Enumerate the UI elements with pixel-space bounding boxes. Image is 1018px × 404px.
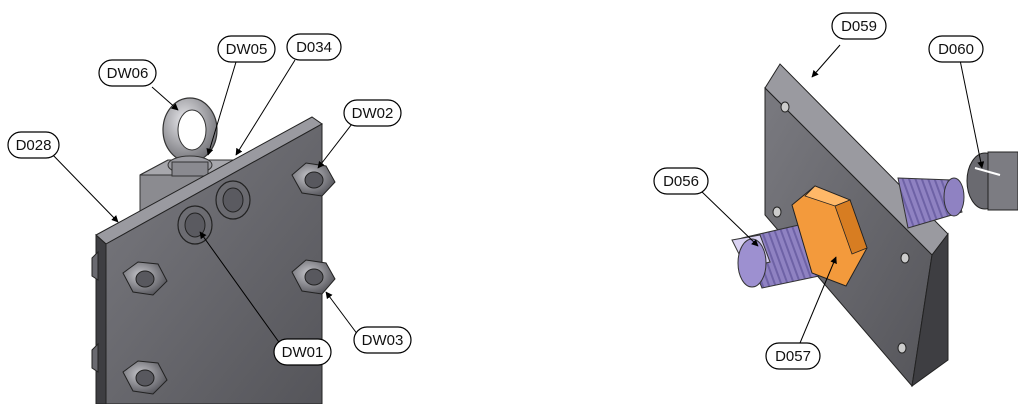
leader-dw05 (206, 61, 237, 156)
hex-nut (791, 185, 868, 287)
eye-bolt (162, 97, 218, 177)
callout-d057: D057 (765, 342, 821, 370)
threaded-rod-rear (897, 177, 965, 229)
nut-top-right (291, 162, 336, 197)
leader-dw06 (151, 86, 179, 111)
callout-d034-label: D034 (296, 39, 332, 56)
leader-d056 (699, 189, 759, 247)
callout-d028: D028 (7, 131, 60, 159)
leader-d059 (811, 44, 841, 78)
end-cap (966, 151, 1018, 211)
leader-dw02 (317, 119, 356, 169)
callout-d028-label: D028 (16, 137, 52, 154)
leader-d028 (49, 151, 119, 223)
leader-dw01 (199, 231, 282, 346)
leader-d034 (235, 59, 296, 156)
callout-dw02-label: DW02 (352, 105, 394, 122)
callout-d060: D060 (928, 35, 984, 63)
leader-dw03 (325, 291, 359, 336)
callout-d056-label: D056 (663, 173, 699, 190)
leader-d057 (799, 256, 837, 344)
nut-bottom-left (122, 360, 168, 395)
callout-d060-label: D060 (938, 41, 974, 58)
callout-dw03: DW03 (353, 326, 412, 354)
callout-dw03-label: DW03 (362, 332, 404, 349)
leader-d060 (959, 59, 985, 169)
callout-dw05: DW05 (217, 35, 276, 63)
callout-d057-label: D057 (775, 348, 811, 365)
callout-dw06: DW06 (98, 59, 157, 87)
callout-d056: D056 (653, 167, 709, 195)
nut-far-left-edge (91, 250, 99, 373)
callout-dw01: DW01 (273, 338, 332, 366)
nut-mid-left (122, 261, 168, 296)
callout-d034: D034 (286, 33, 342, 61)
callout-dw01-label: DW01 (282, 344, 324, 361)
nut-mid-right (291, 259, 336, 295)
callout-d059-label: D059 (841, 18, 877, 35)
callout-d059: D059 (831, 12, 887, 40)
left-assembly: DW06 DW05 D034 DW02 D028 DW01 DW03 (7, 33, 412, 404)
callout-dw05-label: DW05 (226, 41, 268, 58)
callout-dw06-label: DW06 (107, 65, 149, 82)
callout-dw02: DW02 (343, 99, 402, 127)
right-assembly: D059 D060 D056 D057 (653, 12, 1018, 388)
